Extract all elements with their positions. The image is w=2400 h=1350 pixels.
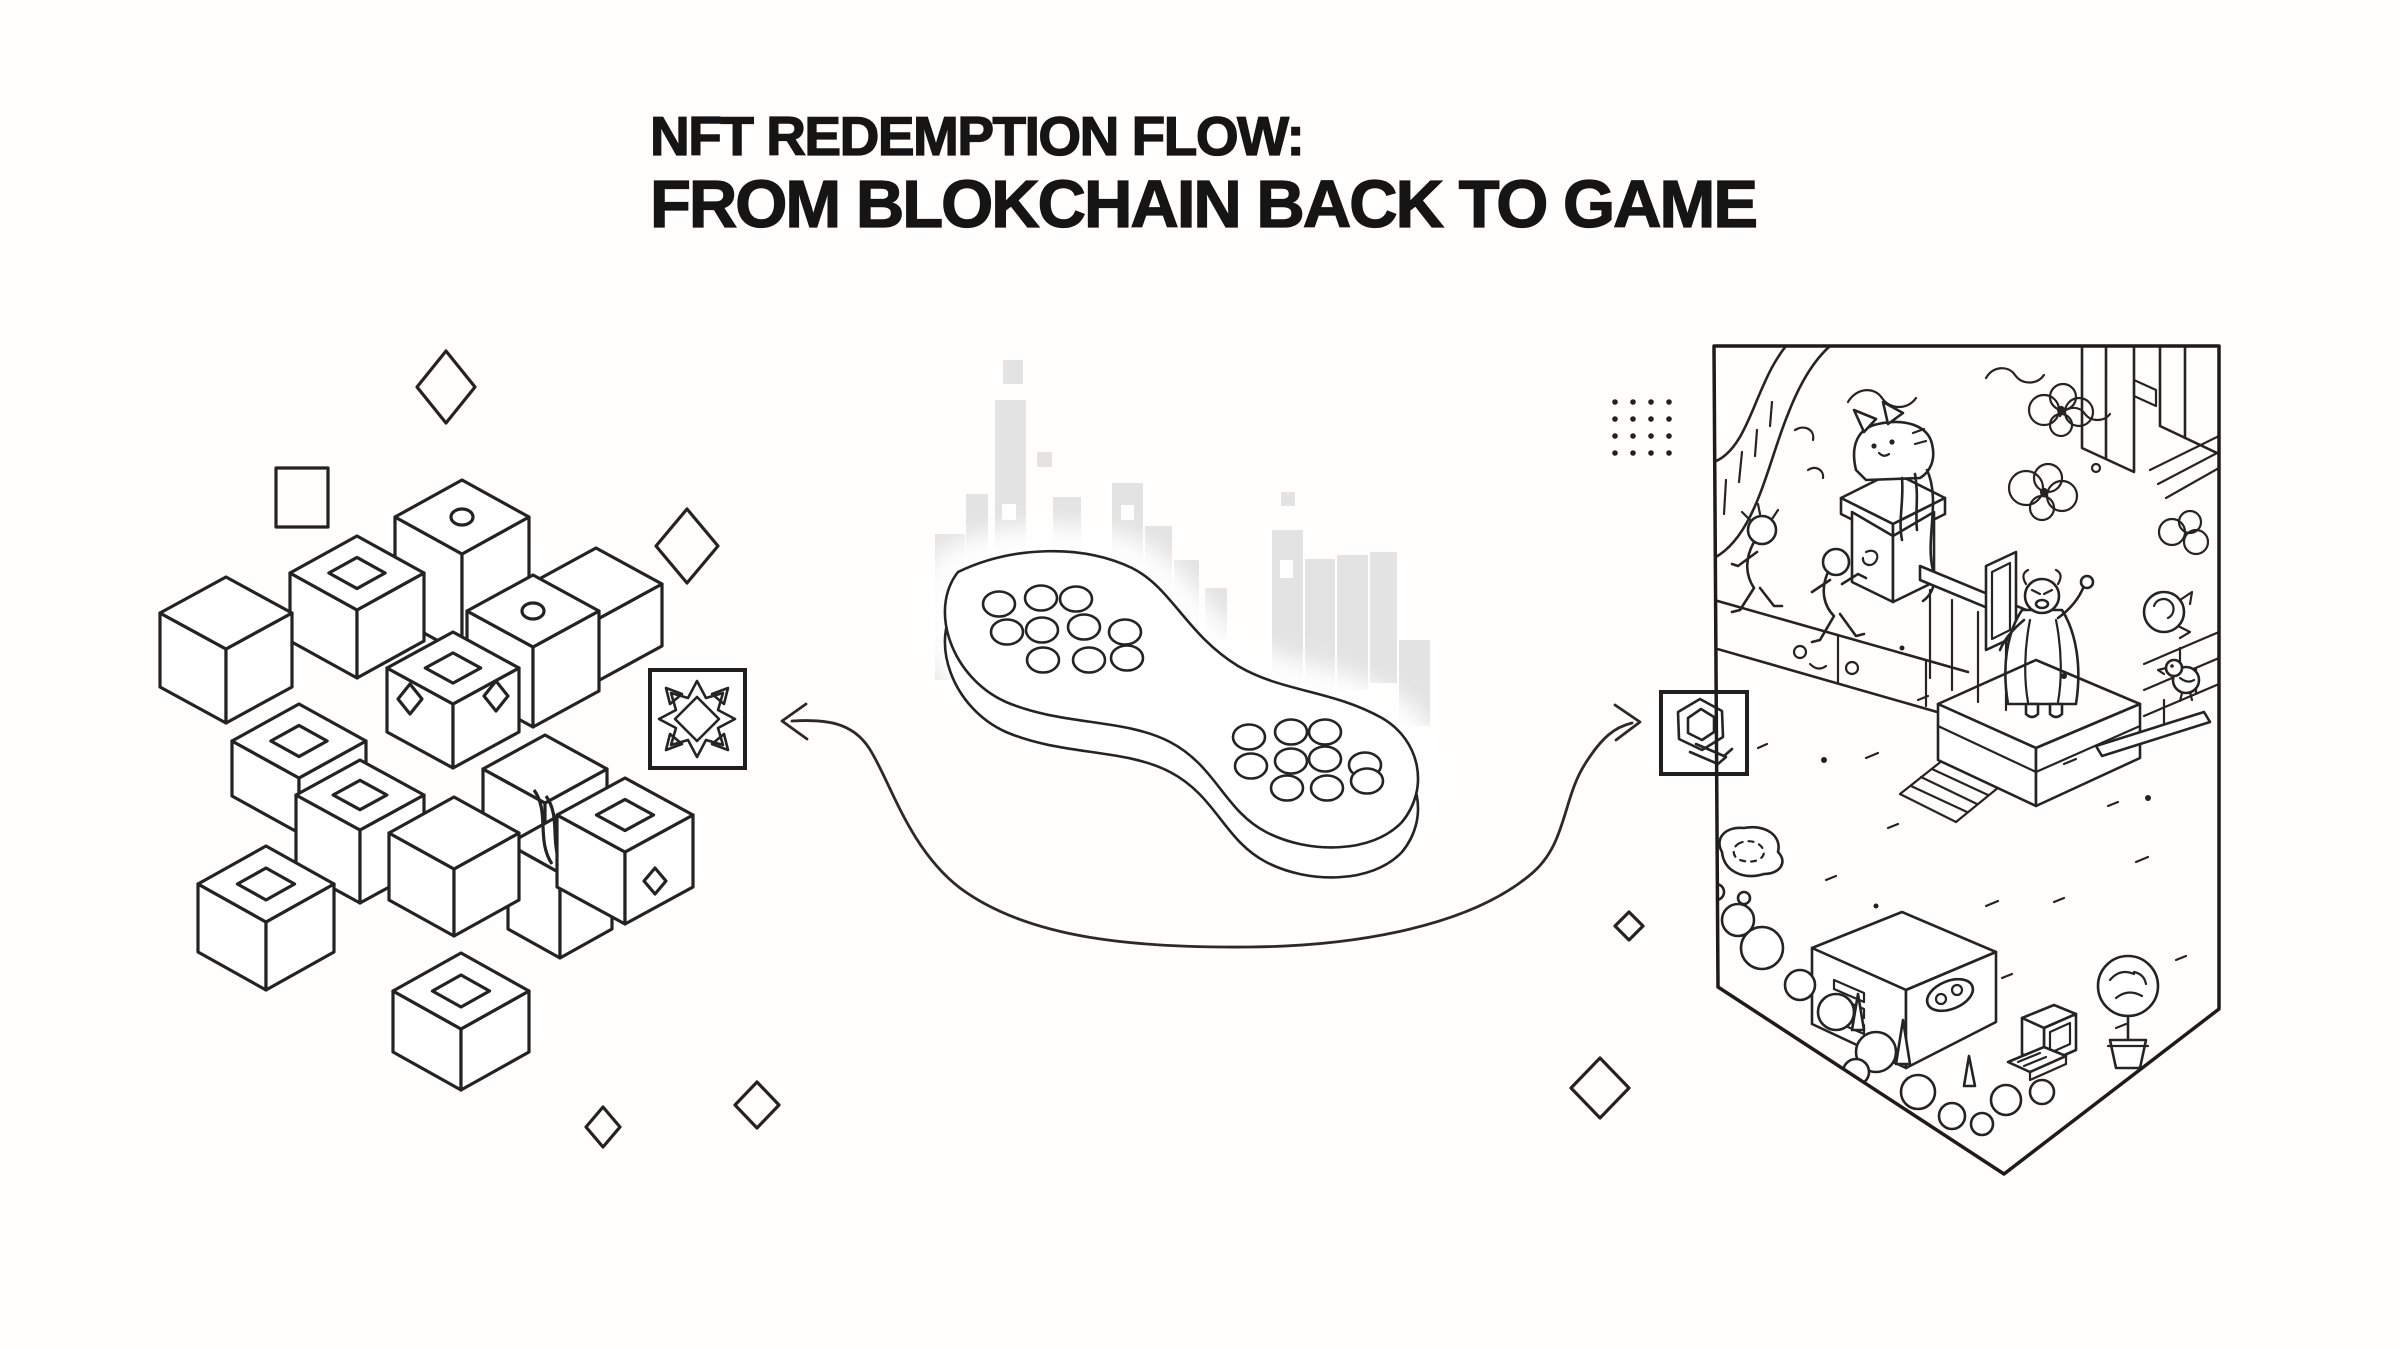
- iso-cube: [387, 795, 521, 938]
- game-world-scene: [1712, 344, 2221, 1176]
- controller-buttons-left: [981, 584, 1145, 674]
- diamond-decoration: [415, 349, 477, 425]
- potted-tree: [2096, 954, 2160, 1070]
- diamond-decoration: [1569, 1056, 1631, 1120]
- cat-statue: [1839, 400, 1947, 604]
- iso-cube: [196, 844, 336, 992]
- iso-cube: [555, 776, 695, 926]
- page-title-line2: FROM BLOKCHAIN BACK TO GAME: [649, 166, 1758, 242]
- controller-buttons-right: [1231, 718, 1385, 802]
- scene-frame: [1712, 344, 2221, 1176]
- diamond-decoration: [584, 1105, 622, 1149]
- hexagon-token-icon: [1676, 697, 1734, 766]
- page-title-line1: NFT REDEMPTION FLOW:: [649, 105, 1305, 167]
- flow-curve: [780, 702, 1642, 949]
- diamond-decoration: [1613, 910, 1645, 942]
- arcade-computer: [2006, 1003, 2078, 1082]
- iso-cube: [288, 534, 426, 680]
- curled-fish: [2142, 590, 2194, 640]
- square-decoration: [274, 466, 330, 529]
- diamond-decoration: [733, 1080, 781, 1130]
- flower-cluster: [2007, 382, 2210, 556]
- nft-game-controller: [943, 549, 1420, 879]
- blockchain-cubes-group: [158, 478, 695, 1092]
- dot-grid: [1612, 399, 1672, 456]
- kid-character: [1730, 502, 1784, 614]
- floating-decorations: [274, 349, 1645, 1149]
- iso-cube: [385, 630, 521, 770]
- kid-character: [1810, 547, 1868, 644]
- title-block: NFT REDEMPTION FLOW: FROM BLOKCHAIN BACK…: [649, 105, 1758, 242]
- iso-cube: [391, 951, 531, 1092]
- blocks-badge: [648, 668, 747, 770]
- starburst-gem-icon: [657, 679, 737, 759]
- arrow-right-icon: [1613, 703, 1642, 742]
- arrow-left-icon: [780, 702, 809, 741]
- diamond-decoration: [654, 507, 720, 585]
- token-badge: [1659, 690, 1749, 776]
- hero-on-stage: [1984, 550, 2095, 719]
- bird: [2156, 658, 2201, 703]
- iso-cube: [158, 575, 294, 725]
